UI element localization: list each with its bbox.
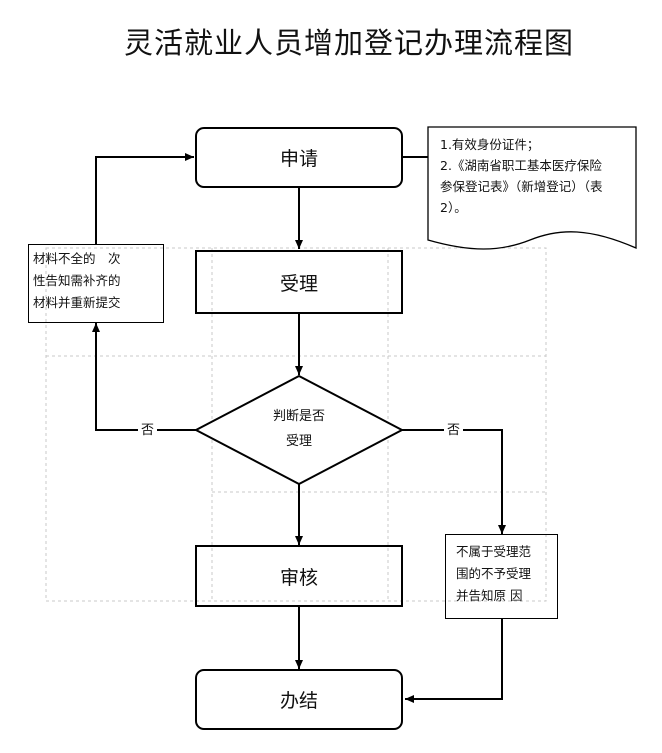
reject-line3: 并告知原 因: [456, 588, 523, 603]
documents-line3: 参保登记表》（新增登记）（表: [440, 179, 603, 194]
arrows: [92, 153, 506, 703]
decision-label-line1: 判断是否: [272, 409, 325, 424]
documents-shape: [427, 126, 637, 250]
node-review: 审核: [195, 545, 403, 607]
node-review-label: 审核: [279, 566, 318, 589]
edge-label-no-right: 否: [444, 419, 464, 438]
incomplete-line2: 性告知需补齐的: [33, 273, 121, 288]
incomplete-materials-box: 材料不全的 次 性告知需补齐的 材料并重新提交: [28, 244, 164, 323]
documents-note: 1.有效身份证件； 2.《湖南省职工基本医疗保险 参保登记表》（新增登记）（表 …: [440, 134, 636, 218]
documents-line1: 1.有效身份证件；: [440, 137, 540, 152]
node-apply-label: 申请: [279, 148, 318, 170]
reject-box: 不属于受理范 围的不予受理 并告知原 因: [445, 534, 558, 619]
reject-line1: 不属于受理范: [456, 544, 532, 559]
page-title: 灵活就业人员增加登记办理流程图: [123, 26, 574, 60]
documents-line2: 2.《湖南省职工基本医疗保险: [440, 158, 602, 173]
decision-label-line2: 受理: [285, 434, 312, 449]
documents-line4: 2）。: [440, 200, 467, 215]
incomplete-line1: 材料不全的 次: [33, 251, 121, 266]
decision-label: 判断是否 受理: [254, 404, 344, 454]
edge-label-no-left: 否: [138, 419, 158, 438]
incomplete-line3: 材料并重新提交: [33, 295, 121, 310]
node-accept: 受理: [195, 250, 403, 314]
node-accept-label: 受理: [279, 272, 318, 295]
node-finish: 办结: [195, 669, 403, 730]
node-apply: 申请: [195, 127, 403, 188]
node-finish-label: 办结: [279, 690, 318, 712]
reject-line2: 围的不予受理: [456, 566, 532, 581]
